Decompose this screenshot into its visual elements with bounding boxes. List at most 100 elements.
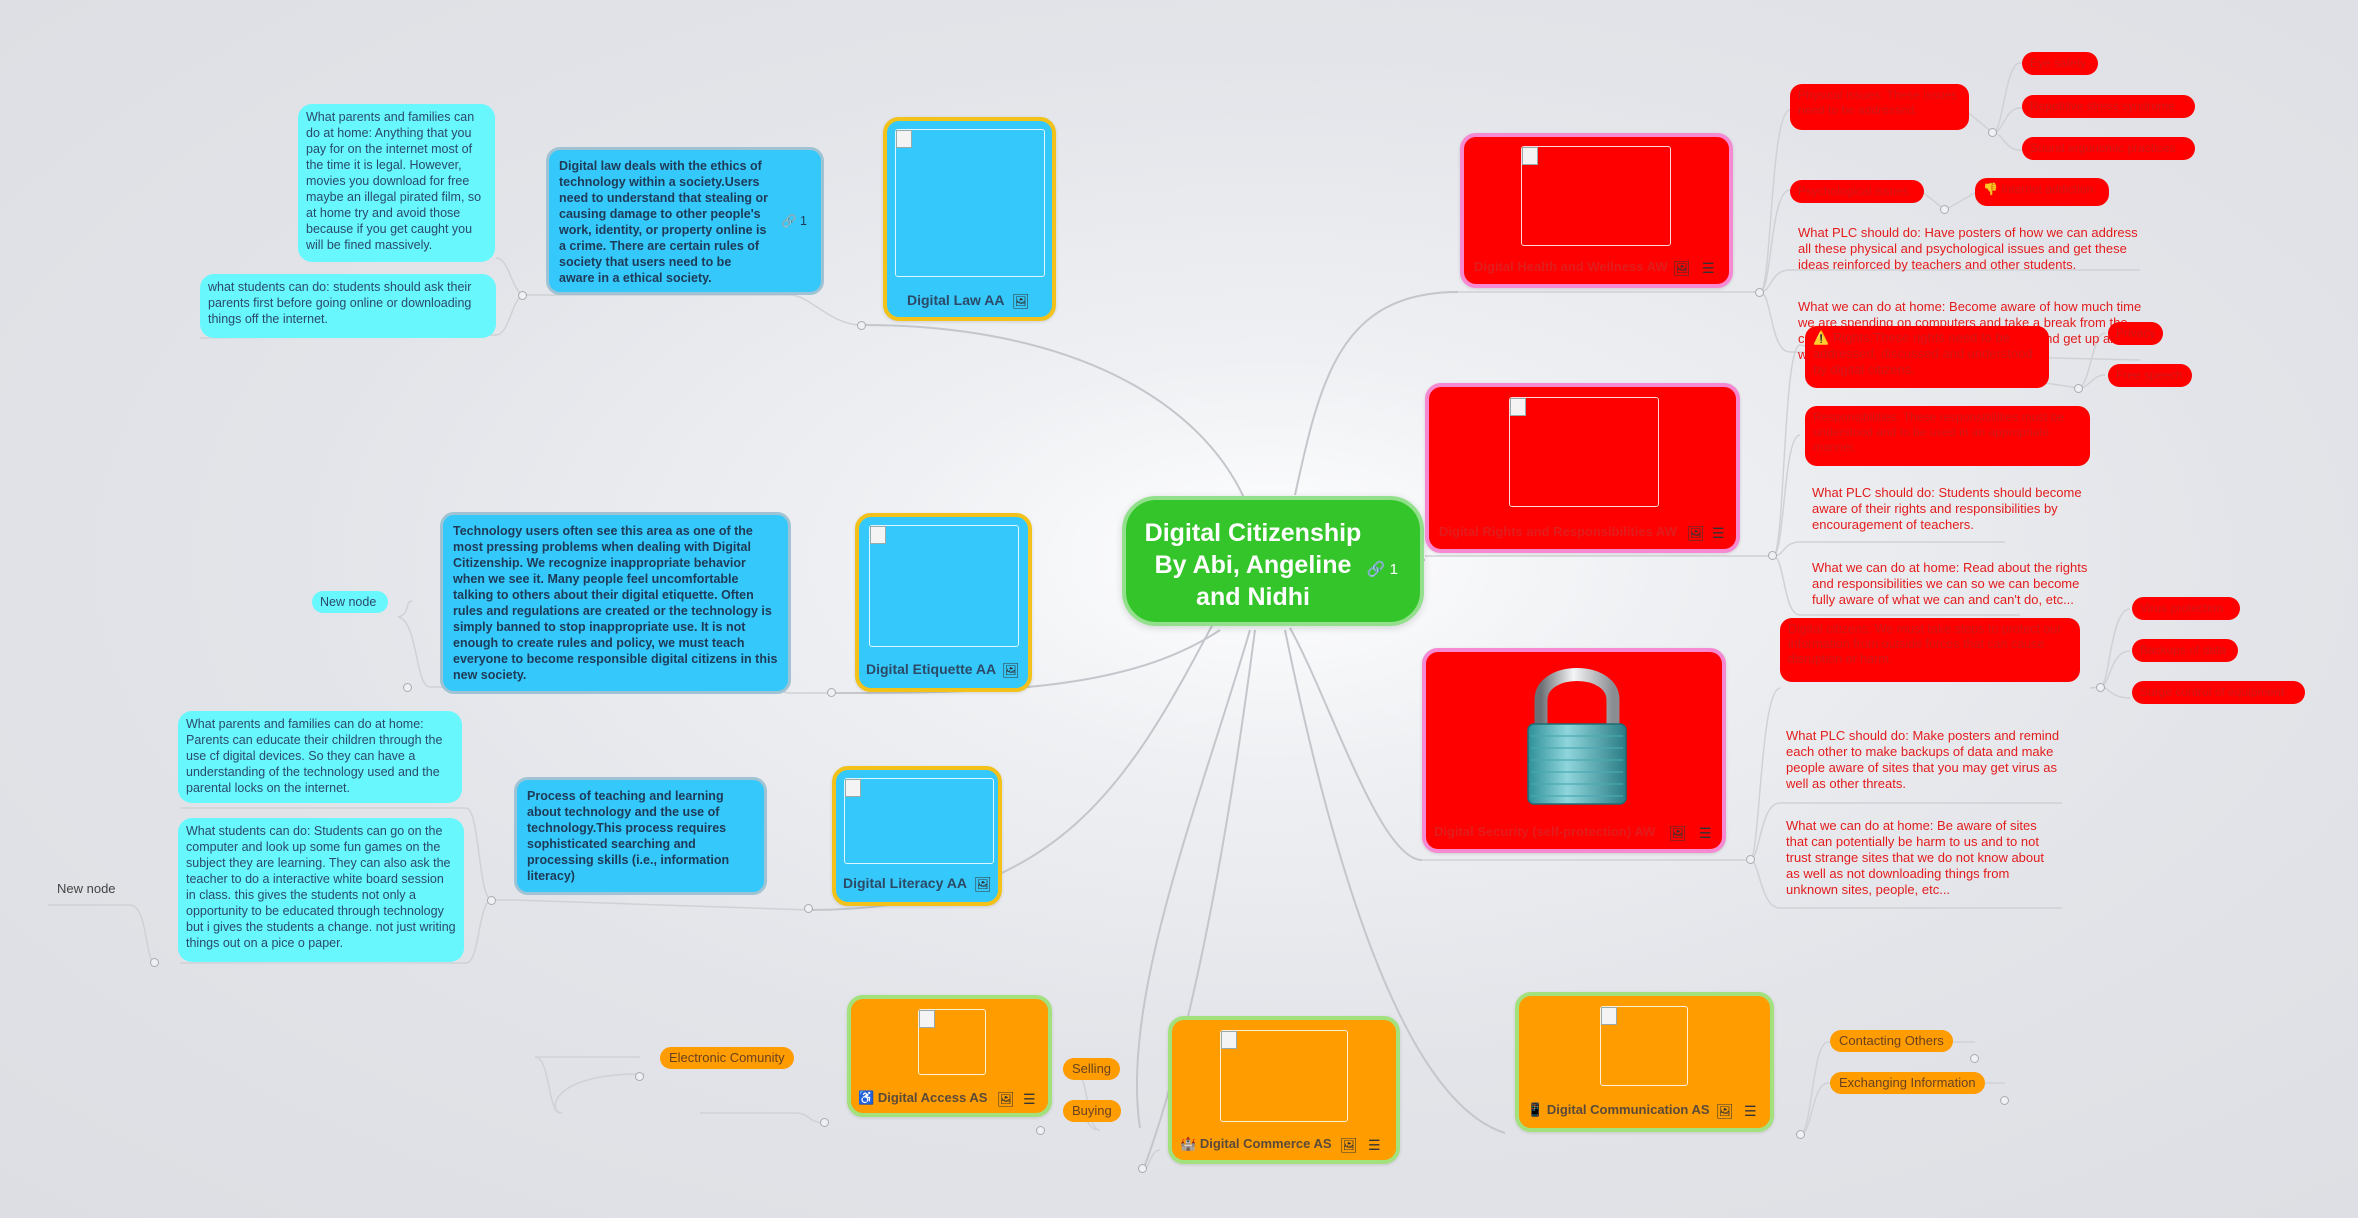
notes-icon[interactable]: ☰ <box>1023 1091 1036 1107</box>
topic-digital-rights[interactable]: Digital Rights and Responsibilities AW 🖼… <box>1425 383 1740 553</box>
notes-icon[interactable]: ☰ <box>1744 1103 1757 1119</box>
communication-child-1[interactable]: Contacting Others <box>1830 1030 1953 1052</box>
health-plc[interactable]: What PLC should do: Have posters of how … <box>1798 225 2143 273</box>
junction-dot[interactable] <box>1746 855 1755 864</box>
rights-child-1[interactable]: Privacy <box>2108 322 2163 345</box>
commerce-title-text: Digital Commerce AS <box>1199 1136 1332 1151</box>
law-link-count: 1 <box>800 214 807 228</box>
broken-image <box>1521 146 1671 246</box>
link-icon: 🔗 <box>1366 561 1386 578</box>
topic-digital-etiquette[interactable]: Digital Etiquette AA 🖼 <box>855 513 1032 692</box>
law-description[interactable]: Digital law deals with the ethics of tec… <box>546 147 824 295</box>
broken-image <box>1509 397 1659 507</box>
health-psych[interactable]: Psychological issues <box>1790 180 1924 203</box>
image-icon[interactable]: 🖼 <box>1716 1103 1734 1119</box>
junction-dot[interactable] <box>1768 551 1777 560</box>
literacy-students-note[interactable]: What students can do: Students can go on… <box>178 818 464 962</box>
central-title: Digital Citizenship By Abi, Angeline and… <box>1144 519 1362 611</box>
image-icon[interactable]: 🖼 <box>1002 662 1020 678</box>
rights-home[interactable]: What we can do at home: Read about the r… <box>1812 560 2097 608</box>
security-home[interactable]: What we can do at home: Be aware of site… <box>1786 818 2061 898</box>
junction-dot[interactable] <box>150 958 159 967</box>
rights-child-2[interactable]: Free speech <box>2108 364 2192 387</box>
topic-title: Digital Health and Wellness AW <box>1474 259 1668 274</box>
security-child-1[interactable]: Virus protection <box>2132 597 2240 620</box>
child-text: Virus protection <box>2140 601 2224 615</box>
junction-dot[interactable] <box>1138 1164 1147 1173</box>
junction-dot[interactable] <box>2074 384 2083 393</box>
collapse-toggle[interactable] <box>635 1072 644 1081</box>
law-students-note[interactable]: what students can do: students should as… <box>200 274 496 338</box>
health-physical-child-1[interactable]: Eye safety <box>2022 52 2098 75</box>
security-child-3[interactable]: Surge control of equipment <box>2132 681 2305 704</box>
junction-dot[interactable] <box>1755 288 1764 297</box>
health-physical-child-2[interactable]: Repetitive stress syndrome <box>2022 95 2195 118</box>
child-text: Free speech <box>2116 368 2183 382</box>
notes-icon[interactable]: ☰ <box>1699 825 1712 841</box>
junction-dot[interactable] <box>1988 128 1997 137</box>
etiquette-new-node[interactable]: New node <box>312 591 388 613</box>
topic-digital-health[interactable]: Digital Health and Wellness AW 🖼 ☰ <box>1460 133 1733 288</box>
image-icon[interactable]: 🖼 <box>997 1091 1015 1107</box>
topic-digital-access[interactable]: ♿ Digital Access AS 🖼 ☰ <box>847 995 1052 1117</box>
castle-icon: 🏰 <box>1180 1136 1197 1151</box>
junction-dot[interactable] <box>857 321 866 330</box>
security-plc[interactable]: What PLC should do: Make posters and rem… <box>1786 728 2066 792</box>
literacy-new-node[interactable]: New node <box>57 881 116 897</box>
central-topic[interactable]: Digital Citizenship By Abi, Angeline and… <box>1122 496 1424 626</box>
commerce-child-buying[interactable]: Buying <box>1063 1100 1121 1122</box>
communication-child-2[interactable]: Exchanging Information <box>1830 1072 1985 1094</box>
health-physical[interactable]: Physical issues: These issues need to be… <box>1790 84 1969 130</box>
collapse-toggle[interactable] <box>2000 1096 2009 1105</box>
junction-dot[interactable] <box>2096 683 2105 692</box>
junction-dot[interactable] <box>1796 1130 1805 1139</box>
new-node-text: New node <box>57 881 116 896</box>
image-icon[interactable]: 🖼 <box>1687 525 1705 541</box>
junction-dot[interactable] <box>804 904 813 913</box>
law-parents-note[interactable]: What parents and families can do at home… <box>298 104 495 262</box>
security-child-2[interactable]: Backups of data <box>2132 639 2238 662</box>
security-intro[interactable]: Digital citizens: We must take steps to … <box>1780 618 2080 682</box>
image-icon[interactable]: 🖼 <box>1340 1137 1358 1153</box>
image-icon[interactable]: 🖼 <box>1673 260 1691 276</box>
topic-digital-security[interactable]: Digital Security (self-protection) AW 🖼 … <box>1422 648 1726 853</box>
law-link-badge[interactable]: 🔗 1 <box>781 213 807 229</box>
collapse-toggle[interactable] <box>1970 1054 1979 1063</box>
image-icon[interactable]: 🖼 <box>1012 293 1030 309</box>
commerce-child-selling[interactable]: Selling <box>1063 1058 1121 1080</box>
junction-dot[interactable] <box>820 1118 829 1127</box>
rights-responsibilities[interactable]: Responsibilities: These responsibilities… <box>1805 406 2090 466</box>
junction-dot[interactable] <box>487 896 496 905</box>
child-text: Buying <box>1072 1103 1112 1118</box>
topic-digital-law[interactable]: Digital Law AA 🖼 <box>883 117 1056 321</box>
notes-icon[interactable]: ☰ <box>1712 525 1725 541</box>
health-psych-child[interactable]: 👎 Internet addiction <box>1975 178 2109 206</box>
notes-icon[interactable]: ☰ <box>1702 260 1715 276</box>
child-text: Backups of data <box>2140 643 2227 657</box>
topic-digital-literacy[interactable]: Digital Literacy AA 🖼 <box>832 766 1002 906</box>
collapse-toggle[interactable] <box>1036 1126 1045 1135</box>
etiquette-description[interactable]: Technology users often see this area as … <box>440 512 791 694</box>
literacy-description[interactable]: Process of teaching and learning about t… <box>514 777 767 895</box>
topic-digital-commerce[interactable]: 🏰 Digital Commerce AS 🖼 ☰ <box>1168 1016 1400 1164</box>
central-link-badge[interactable]: 🔗 1 <box>1367 554 1398 586</box>
rights-plc[interactable]: What PLC should do: Students should beco… <box>1812 485 2097 533</box>
broken-image <box>844 778 994 864</box>
image-icon[interactable]: 🖼 <box>974 876 992 892</box>
topic-digital-communication[interactable]: 📱 Digital Communication AS 🖼 ☰ <box>1515 992 1774 1132</box>
junction-dot[interactable] <box>403 683 412 692</box>
etiquette-description-text: Technology users often see this area as … <box>453 524 778 682</box>
child-text: Privacy <box>2116 326 2156 340</box>
junction-dot[interactable] <box>1940 205 1949 214</box>
access-child[interactable]: Electronic Comunity <box>660 1047 794 1069</box>
image-icon[interactable]: 🖼 <box>1669 825 1687 841</box>
junction-dot[interactable] <box>827 688 836 697</box>
notes-icon[interactable]: ☰ <box>1368 1137 1381 1153</box>
communication-title-text: Digital Communication AS <box>1546 1102 1710 1117</box>
topic-title: 🏰 Digital Commerce AS <box>1180 1136 1332 1152</box>
rights-text: Rights:These rights need to be addressed… <box>1813 330 2033 377</box>
rights-rights[interactable]: ⚠️ Rights:These rights need to be addres… <box>1805 326 2049 388</box>
literacy-parents-note[interactable]: What parents and families can do at home… <box>178 711 462 803</box>
health-physical-child-3[interactable]: Sound ergonomic practices <box>2022 137 2195 160</box>
junction-dot[interactable] <box>518 291 527 300</box>
